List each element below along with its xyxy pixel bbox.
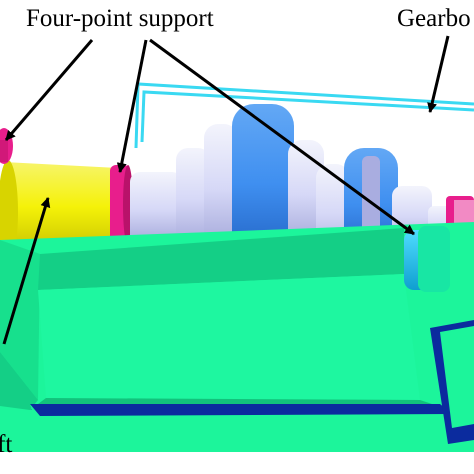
gearbox-housing-outline bbox=[134, 82, 474, 149]
four-point-support-label: Four-point support bbox=[26, 5, 214, 32]
support-arrow-rear bbox=[116, 39, 148, 173]
leader-arrows bbox=[2, 35, 450, 345]
rear-support-ring bbox=[110, 165, 133, 245]
gearbox-internals bbox=[130, 104, 474, 264]
gearbox-label: Gearbo bbox=[397, 5, 471, 32]
gearbox-arrow bbox=[427, 35, 450, 113]
base-frame bbox=[0, 222, 474, 452]
rear-bearing-block bbox=[404, 226, 450, 292]
shaft-label: aft bbox=[0, 431, 13, 458]
support-arrow-bearing bbox=[149, 38, 415, 236]
shaft-arrow bbox=[2, 197, 51, 345]
support-arrow-front bbox=[4, 39, 94, 141]
